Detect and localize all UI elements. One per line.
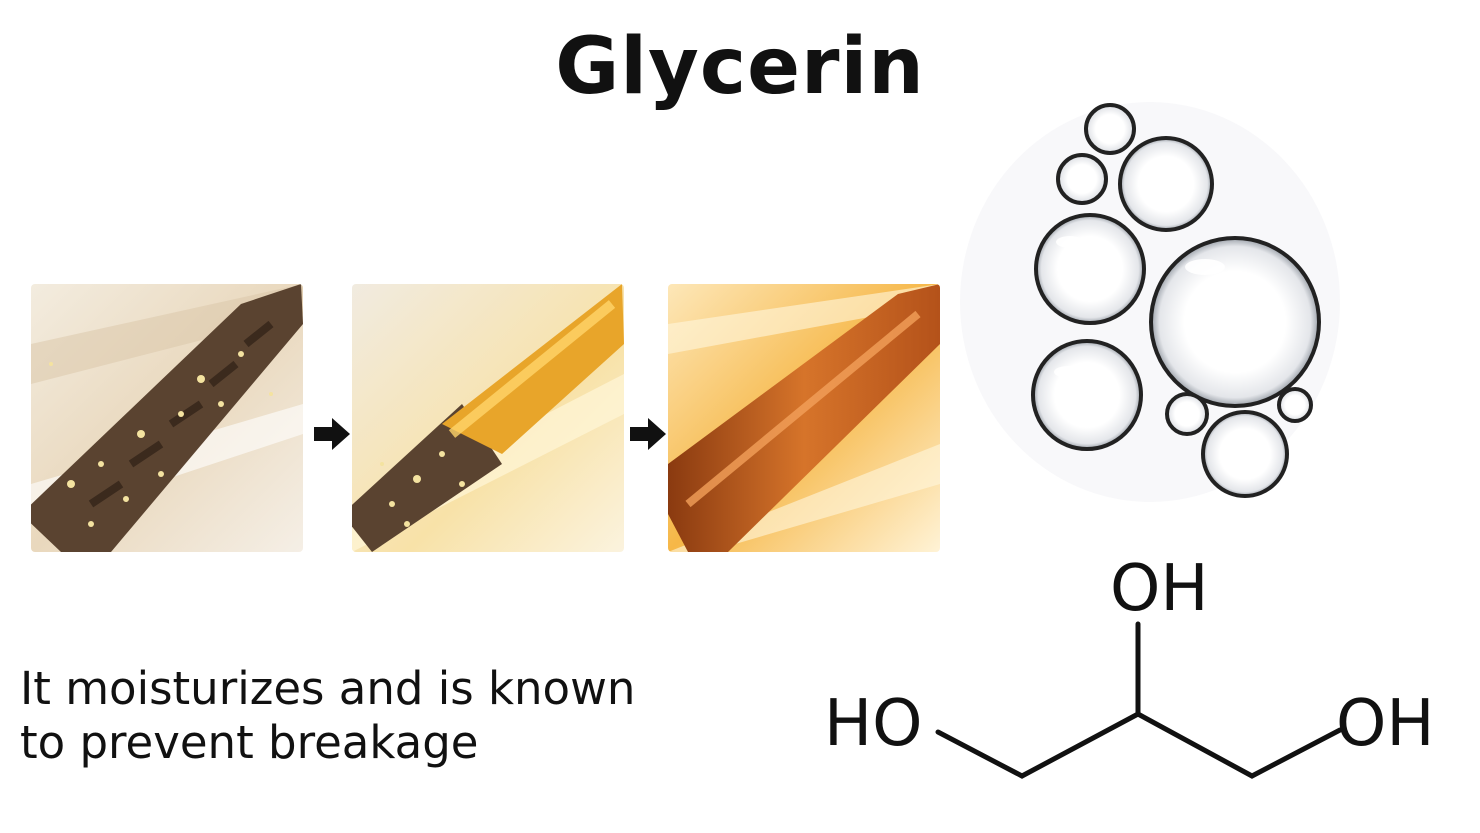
caption-line-2: to prevent breakage <box>20 716 479 769</box>
glycerin-structural-formula: OH HO OH <box>820 540 1470 820</box>
caption: It moisturizes and is known to prevent b… <box>20 662 820 770</box>
healthy-hair-image <box>668 284 940 552</box>
page-title: Glycerin <box>555 22 925 112</box>
caption-line-1: It moisturizes and is known <box>20 662 636 715</box>
right-arrow-icon <box>628 414 668 454</box>
coating-hair-image <box>352 284 624 552</box>
damaged-hair-image <box>31 284 303 552</box>
glycerin-bubbles-illustration <box>950 92 1350 512</box>
oh-group-top: OH <box>1110 552 1209 626</box>
oh-group-right: OH <box>1336 687 1435 761</box>
ho-group-left: HO <box>824 687 923 761</box>
right-arrow-icon <box>312 414 352 454</box>
